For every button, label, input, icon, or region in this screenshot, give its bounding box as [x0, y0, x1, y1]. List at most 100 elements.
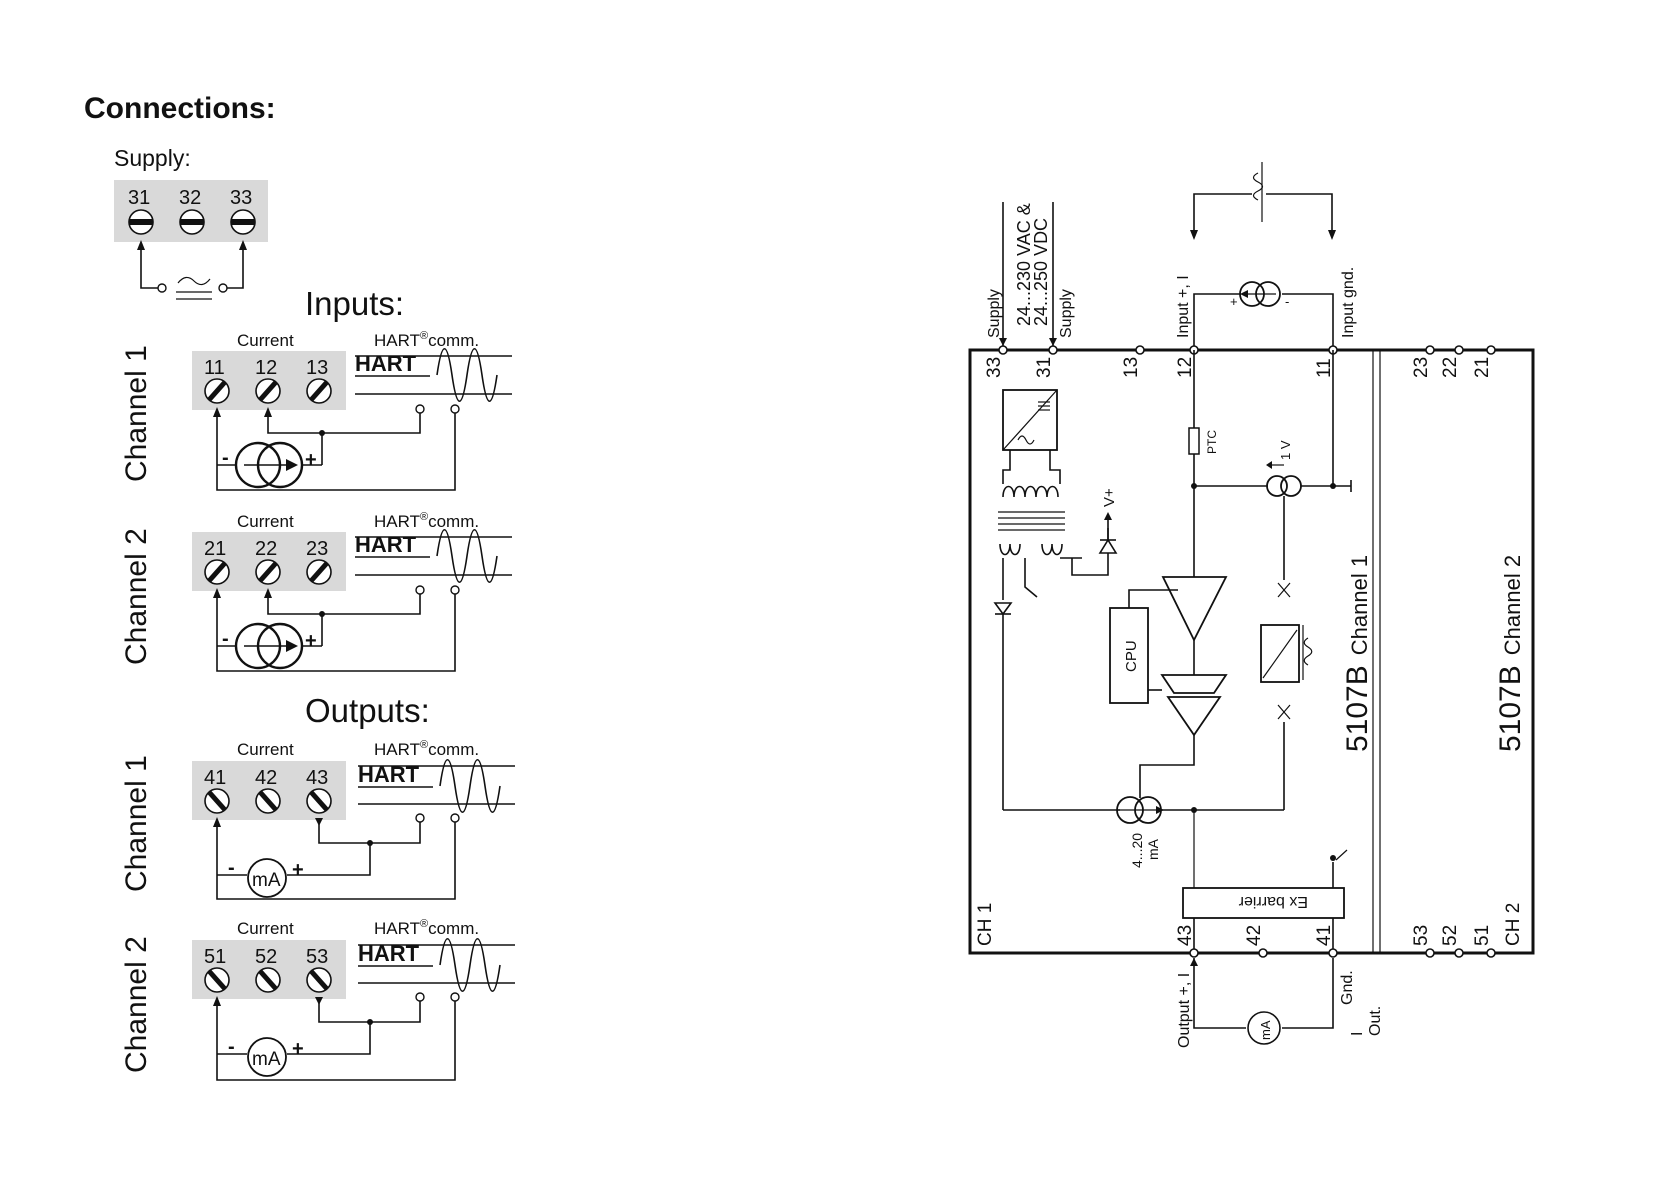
screw-icon	[204, 559, 230, 585]
hart-modem-icon	[1302, 625, 1313, 680]
terminal-22: 22	[1440, 357, 1461, 378]
terminal-23: 23	[1411, 357, 1432, 378]
terminal-11: 11	[204, 357, 225, 379]
screw-icon	[204, 967, 230, 993]
minus-sign: -	[228, 857, 235, 879]
terminal-51: 51	[1472, 925, 1493, 946]
svg-text:mA: mA	[1258, 1020, 1273, 1040]
one-volt-label: 1 V	[1278, 440, 1293, 460]
screw-icon	[306, 967, 332, 993]
screw-icon	[306, 788, 332, 814]
source-minus: -	[1285, 294, 1289, 309]
svg-text:mA: mA	[252, 870, 281, 891]
terminal-52: 52	[255, 946, 277, 968]
ch2-label: CH 2	[1503, 903, 1524, 946]
milliamp-meter-icon: mA	[247, 1037, 287, 1077]
hart-comm-label: HART®comm.	[374, 330, 479, 350]
hart-comm-label: HART®comm.	[374, 511, 479, 531]
supply-terminal-31: 31	[128, 187, 150, 209]
block-diagram: 33 31 13 12 11 23 22 21 Supply 24...230 …	[968, 162, 1535, 1048]
supply-wiring	[137, 240, 247, 300]
terminal-42: 42	[255, 767, 277, 789]
minus-sign: -	[228, 1036, 235, 1058]
i-out-label: Out.	[1367, 1006, 1384, 1036]
input-current-source-icon	[1239, 281, 1281, 307]
terminal-12: 12	[1175, 357, 1196, 378]
channel-label: Channel 2	[120, 936, 153, 1073]
terminal-21: 21	[1472, 357, 1493, 378]
output-current-source-icon	[1116, 796, 1164, 824]
screw-icon	[204, 378, 230, 404]
source-plus: +	[1230, 294, 1238, 309]
ex-barrier-label: Ex barrier	[1238, 893, 1308, 910]
terminal-11: 11	[1314, 358, 1335, 378]
v-plus-label: V+	[1101, 488, 1118, 507]
input-channel-1: Channel 1 Current HART®comm. 11 12 13 HA…	[120, 330, 512, 491]
supply-label-b: Supply	[1058, 289, 1075, 338]
hart-modem-icon: HART	[358, 759, 515, 813]
terminal-52: 52	[1440, 925, 1461, 946]
screw-icon	[306, 378, 332, 404]
page-title: Connections:	[84, 92, 276, 125]
screw-icon	[255, 967, 281, 993]
screw-icon	[255, 559, 281, 585]
screw-icon	[128, 209, 154, 235]
plus-sign: +	[305, 630, 317, 652]
input-channel-2: Channel 2 Current HART®comm. 21 22 23 HA…	[120, 511, 512, 672]
supply-terminal-33: 33	[230, 187, 252, 209]
model-label-ch1: 5107BChannel 1	[1341, 555, 1374, 752]
ch1-label: CH 1	[975, 903, 996, 946]
screw-icon	[230, 209, 256, 235]
current-label: Current	[237, 512, 294, 531]
current-label: Current	[237, 919, 294, 938]
svg-text:HART: HART	[355, 532, 417, 557]
screw-icon	[255, 788, 281, 814]
terminal-43: 43	[1175, 925, 1196, 946]
minus-sign: -	[222, 447, 229, 469]
milliamp-meter-icon: mA	[247, 858, 287, 898]
current-label: Current	[237, 740, 294, 759]
cpu-label: CPU	[1123, 640, 1140, 672]
input-plus-label: Input +, I	[1175, 275, 1192, 338]
terminal-43: 43	[306, 767, 328, 789]
hart-comm-label: HART®comm.	[374, 918, 479, 938]
diode-icon	[993, 602, 1013, 616]
hart-modem-icon: HART	[358, 938, 515, 992]
voltage-source-icon	[1266, 475, 1302, 497]
terminal-53: 53	[306, 946, 328, 968]
ptc-label: PTC	[1205, 430, 1219, 454]
cpu-block	[1109, 607, 1149, 704]
hart-modem-icon: HART	[355, 348, 512, 402]
i-out-i-label: I	[1349, 1032, 1366, 1036]
plus-sign: +	[305, 449, 317, 471]
output-channel-1: Channel 1 Current HART®comm. 41 42 43 HA…	[120, 739, 515, 900]
current-source-icon	[234, 622, 304, 670]
ma-range-label: 4...20	[1129, 833, 1145, 868]
current-source-icon	[234, 441, 304, 489]
screw-icon	[204, 788, 230, 814]
model-label-ch2: 5107BChannel 2	[1494, 555, 1527, 752]
terminal-13: 13	[306, 357, 328, 379]
hart-modem-icon	[1252, 162, 1266, 225]
ac-supply-icon	[176, 276, 212, 300]
gnd-label: Gnd.	[1339, 970, 1356, 1005]
supply-label-a: Supply	[986, 289, 1003, 338]
amplifier-icon	[1161, 576, 1228, 643]
supply-terminal-block: 31 32 33	[114, 180, 268, 242]
milliamp-meter-icon: mA	[1247, 1011, 1281, 1045]
terminal-22: 22	[255, 538, 277, 560]
plus-sign: +	[292, 1038, 304, 1060]
inputs-heading: Inputs:	[305, 285, 404, 322]
transformer-icon	[998, 485, 1065, 556]
ex-barrier	[1182, 887, 1345, 919]
minus-sign: -	[222, 628, 229, 650]
terminal-23: 23	[306, 538, 328, 560]
terminal-41: 41	[204, 767, 226, 789]
screw-icon	[255, 378, 281, 404]
dac-icon	[1160, 674, 1228, 694]
terminal-33: 33	[984, 357, 1005, 378]
ptc-resistor	[1188, 427, 1200, 455]
terminal-13: 13	[1121, 357, 1142, 378]
voltage-label-2: 24...250 VDC	[1031, 218, 1051, 326]
